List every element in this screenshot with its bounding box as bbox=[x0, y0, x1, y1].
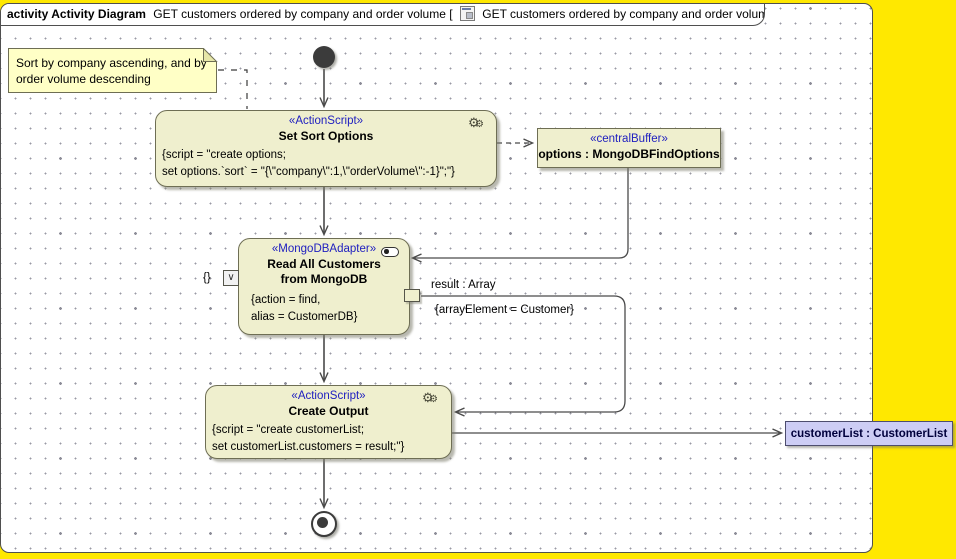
action-name: Read All Customers from MongoDB bbox=[267, 257, 381, 286]
flow-buffer-to-adapter[interactable] bbox=[410, 167, 629, 263]
input-pin[interactable]: ∨ bbox=[223, 270, 239, 286]
action-name: Create Output bbox=[288, 404, 369, 418]
output-pin-result[interactable] bbox=[404, 289, 420, 302]
action-script-line: set customerList.customers = result;"} bbox=[212, 441, 405, 453]
input-pin-constraint: {} bbox=[203, 272, 211, 284]
note-text: Sort by company ascending, and by order … bbox=[16, 56, 207, 86]
action-set-sort-options[interactable]: «ActionScript» Set Sort Options {script … bbox=[155, 110, 497, 187]
gears-icon: ⚙⚙ bbox=[422, 390, 438, 405]
action-name: Set Sort Options bbox=[278, 129, 374, 143]
note-fold-icon bbox=[203, 48, 218, 62]
object-node-customerlist[interactable]: customerList : CustomerList bbox=[785, 421, 953, 446]
diagram-frame: activity Activity Diagram GET customers … bbox=[0, 3, 873, 553]
input-pin-glyph: ∨ bbox=[227, 272, 235, 283]
stereotype-label: «centralBuffer» bbox=[590, 133, 668, 145]
action-create-output[interactable]: «ActionScript» Create Output {script = "… bbox=[205, 385, 452, 459]
title-text-after: GET customers ordered by company and ord… bbox=[482, 7, 765, 21]
title-kind-label: activity Activity Diagram bbox=[7, 7, 146, 21]
title-text-before: GET customers ordered by company and ord… bbox=[153, 7, 453, 21]
action-read-all-customers[interactable]: «MongoDBAdapter» Read All Customers from… bbox=[238, 238, 410, 335]
adapter-icon bbox=[381, 247, 399, 257]
gears-icon: ⚙⚙ bbox=[468, 115, 484, 130]
action-script-line: {script = "create customerList; bbox=[212, 424, 365, 436]
result-flow-constraint: {arrayElement = Customer} bbox=[435, 304, 575, 316]
action-property-line: {action = find, bbox=[251, 294, 321, 306]
diagram-title-tab[interactable]: activity Activity Diagram GET customers … bbox=[1, 4, 765, 26]
stereotype-label: «ActionScript» bbox=[291, 390, 366, 402]
buffer-name: options : MongoDBFindOptions bbox=[538, 147, 720, 161]
flow-result-to-create[interactable] bbox=[421, 295, 626, 417]
activity-final-node[interactable] bbox=[311, 511, 337, 537]
result-flow-label: result : Array bbox=[431, 279, 496, 291]
action-script-line: set options.`sort` = "{\"company\":1,\"o… bbox=[162, 166, 455, 178]
stereotype-label: «ActionScript» bbox=[288, 115, 364, 127]
stereotype-label: «MongoDBAdapter» bbox=[271, 243, 377, 255]
central-buffer-options[interactable]: «centralBuffer» options : MongoDBFindOpt… bbox=[537, 128, 721, 168]
action-script-line: {script = "create options; bbox=[162, 149, 286, 161]
activity-diagram-icon bbox=[459, 6, 475, 21]
initial-node[interactable] bbox=[313, 46, 335, 68]
action-property-line: alias = CustomerDB} bbox=[251, 311, 358, 323]
note[interactable]: Sort by company ascending, and by order … bbox=[8, 48, 217, 93]
note-link[interactable] bbox=[218, 69, 248, 109]
object-node-name: customerList : CustomerList bbox=[790, 428, 948, 440]
